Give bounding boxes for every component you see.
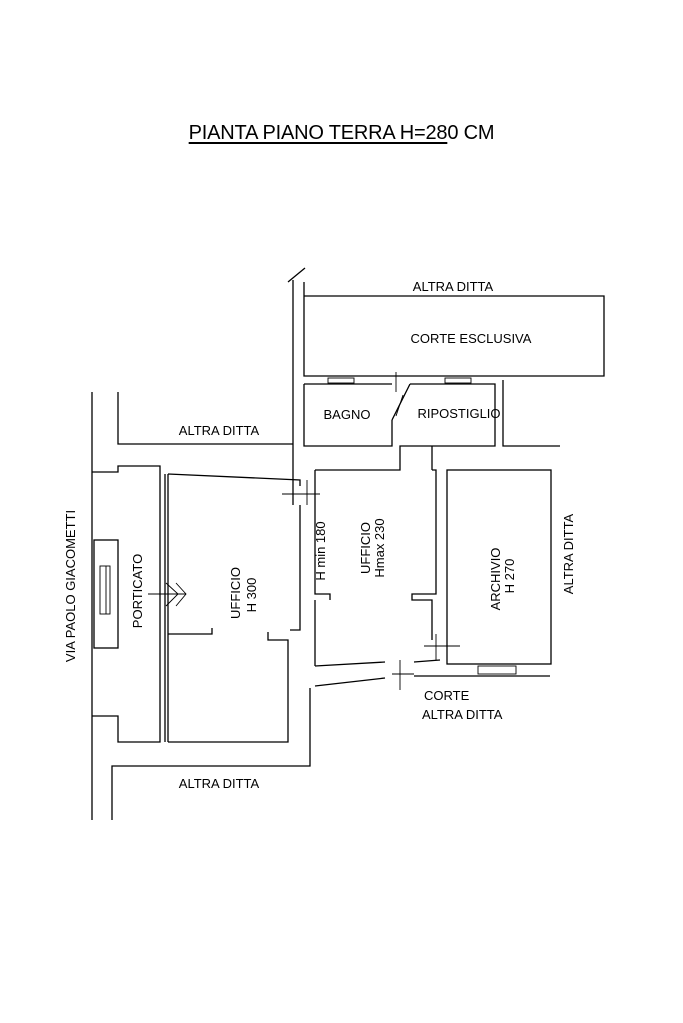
label-porticato: PORTICATO	[130, 554, 145, 628]
left-boundaries	[91, 392, 311, 820]
porticato-walls	[92, 465, 187, 743]
ufficio-left-walls	[167, 473, 320, 743]
label-altra-ditta-top: ALTRA DITTA	[413, 279, 494, 294]
archivio-walls	[424, 469, 552, 675]
label-corte-2: ALTRA DITTA	[422, 707, 503, 722]
label-ufficio-center: UFFICIO	[358, 522, 373, 574]
label-ufficio-left-height: H 300	[244, 578, 259, 613]
plan-title-underlined: PIANTA PIANO TERRA H=28	[188, 122, 448, 144]
plan-title-rest: 0 CM	[447, 122, 495, 144]
bagno-ripostiglio-walls	[303, 372, 560, 471]
label-corte-esclusiva: CORTE ESCLUSIVA	[411, 331, 532, 346]
label-altra-ditta-bottom: ALTRA DITTA	[179, 776, 260, 791]
label-ufficio-left: UFFICIO	[228, 567, 243, 619]
label-street: VIA PAOLO GIACOMETTI	[63, 510, 78, 662]
label-ripostiglio: RIPOSTIGLIO	[417, 406, 500, 421]
label-archivio-height: H 270	[502, 559, 517, 594]
label-hmin: H min 180	[313, 521, 328, 580]
label-ufficio-center-height: Hmax 230	[372, 518, 387, 577]
label-archivio: ARCHIVIO	[488, 548, 503, 611]
label-corte-1: CORTE	[424, 688, 470, 703]
plan-title: PIANTA PIANO TERRA H=280 CM	[0, 122, 683, 145]
ufficio-center-walls	[314, 446, 550, 690]
label-altra-ditta-right: ALTRA DITTA	[561, 513, 576, 594]
label-bagno: BAGNO	[324, 407, 371, 422]
label-altra-ditta-left: ALTRA DITTA	[179, 423, 260, 438]
corte-esclusiva-outline	[287, 267, 605, 505]
